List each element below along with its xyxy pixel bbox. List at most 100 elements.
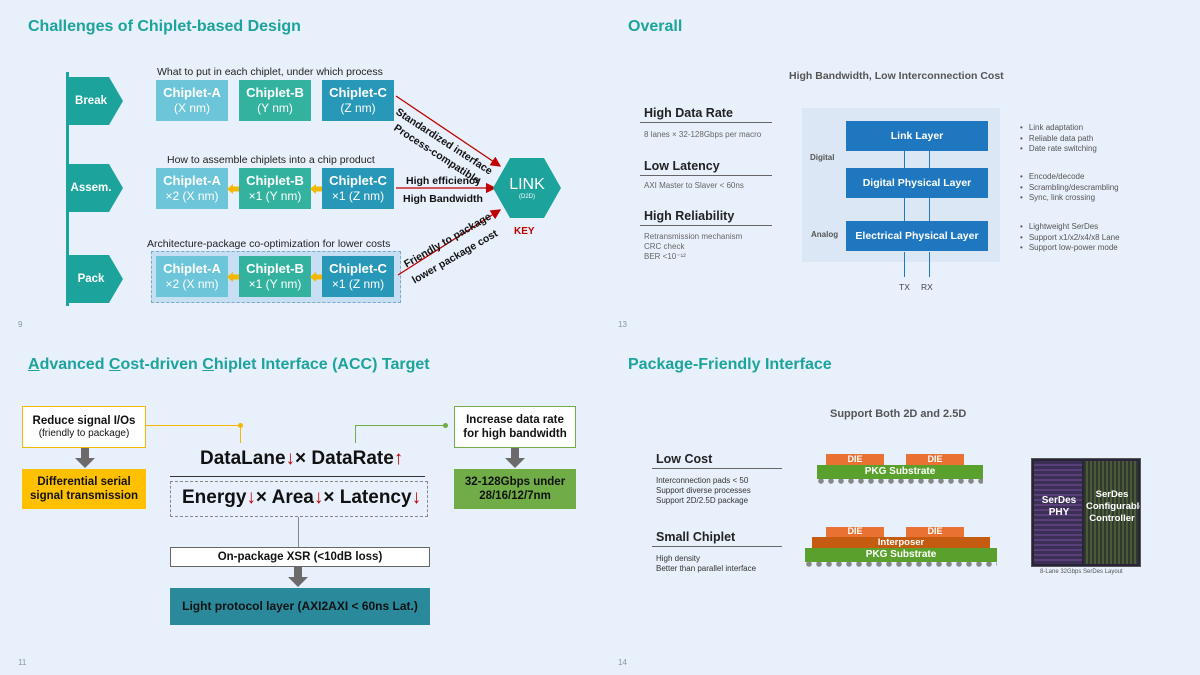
assem-caption: How to assemble chiplets into a chip pro… [167,154,375,166]
stage-assem: Assem. [67,164,123,212]
low-cost-heading: Low Cost [656,452,713,466]
die-25d-left: DIE [826,526,884,537]
tx-label: TX [899,282,910,292]
electrical-phy-bullets: Lightweight SerDesSupport x1/x2/x4/x8 La… [1020,222,1120,254]
connector [904,151,905,169]
die-25d-right: DIE [906,526,964,537]
connector [904,198,905,222]
small-chiplet-heading: Small Chiplet [656,530,736,544]
diagram-title: High Bandwidth, Low Interconnection Cost [789,70,1004,82]
feature-heading: High Reliability [644,209,735,223]
connector [929,151,930,169]
digital-phy-bullets: Encode/decodeScrambling/descramblingSync… [1020,172,1119,204]
feature-detail: BER <10⁻¹² [644,252,686,261]
chiplet-c-break: Chiplet-C(Z nm) [322,80,394,121]
die-2d-left: DIE [826,454,884,465]
link-arrows [395,95,502,276]
feature-heading: Low Latency [644,159,720,173]
connector [298,517,299,547]
phy-region [1034,461,1082,564]
green-connector [355,425,445,426]
small-chiplet-detail: High density [656,554,701,563]
chiplet-a-assem: Chiplet-A×2 (X nm) [156,168,228,209]
green-connector [355,425,356,443]
slide-package-friendly: Package-Friendly Interface Support Both … [600,338,1200,675]
link-layer-bullets: Link adaptationReliable data pathDate ra… [1020,123,1097,155]
break-caption: What to put in each chiplet, under which… [157,66,383,78]
chiplet-c-pack: Chiplet-C×1 (Z nm) [322,256,394,297]
equation-energy: Energy↓× Area↓× Latency↓ [182,487,422,508]
slide-title: Advanced Cost-driven Chiplet Interface (… [28,356,430,373]
feature-detail: Retransmission mechanism [644,232,743,241]
connector [929,198,930,222]
yellow-connector [146,425,241,426]
page-number: 9 [18,320,23,329]
divider [652,468,782,469]
chiplet-b-pack: Chiplet-B×1 (Y nm) [239,256,311,297]
slide-title: Overall [628,18,683,35]
link-arrow [310,184,330,194]
solder-balls [817,479,983,485]
speeds-box: 32-128Gbps under 28/16/12/7nm [454,469,576,509]
protocol-layer-box: Light protocol layer (AXI2AXI < 60ns Lat… [170,588,430,625]
page-number: 13 [618,320,627,329]
chiplet-a-pack: Chiplet-A×2 (X nm) [156,256,228,297]
rx-label: RX [921,282,933,292]
electrical-physical-layer-box: Electrical Physical Layer [846,221,988,251]
pkg-substrate-2d: PKG Substrate [817,465,983,479]
feature-detail: AXI Master to Slaver < 60ns [644,181,744,190]
slide-overall: Overall High Bandwidth, Low Interconnect… [600,0,1200,337]
chiplet-c-assem: Chiplet-C×1 (Z nm) [322,168,394,209]
link-arrow [227,272,247,282]
down-arrow [81,448,89,458]
small-chiplet-detail: Better than parallel interface [656,564,757,573]
page-number: 11 [18,658,27,667]
pkg-substrate-25d: PKG Substrate [805,548,997,562]
rx-line [929,252,930,277]
digital-label: Digital [810,153,835,162]
link-sub: (D2D) [519,194,535,200]
support-title: Support Both 2D and 2.5D [830,408,967,420]
green-dot [443,423,448,428]
page-number: 14 [618,658,627,667]
fraction-line [170,476,425,477]
down-arrow-head [505,458,525,468]
arrow-pack [397,209,502,276]
down-arrow-head [75,458,95,468]
increase-rate-box: Increase data rate for high bandwidth [454,406,576,448]
solder-balls [805,562,997,568]
low-cost-detail: Interconnection pads < 50 [656,476,749,485]
cost-equation-box [170,481,428,517]
tx-line [904,252,905,277]
label-efficiency: High efficiency [406,175,481,187]
down-arrow [511,448,519,458]
chiplet-a-break: Chiplet-A(X nm) [156,80,228,121]
digital-physical-layer-box: Digital Physical Layer [846,168,988,198]
stage-break: Break [67,77,123,125]
label-bandwidth: High Bandwidth [403,193,483,205]
interposer: Interposer [812,537,990,548]
down-arrow [294,567,302,577]
layout-caption: 8-Lane 32Gbps SerDes Layout [1040,569,1123,575]
analog-label: Analog [811,230,839,239]
feature-detail: CRC check [644,242,685,251]
differential-box: Differential serial signal transmission [22,469,146,509]
slide-chiplet-challenges: Challenges of Chiplet-based Design What … [0,0,600,337]
divider [640,122,772,123]
link-arrow [227,184,247,194]
chiplet-b-break: Chiplet-B(Y nm) [239,80,311,121]
key-label: KEY [514,226,535,237]
low-cost-detail: Support 2D/2.5D package [656,496,749,505]
xsr-box: On-package XSR (<10dB loss) [170,547,430,567]
link-title: LINK [509,176,545,193]
down-arrow-head [288,577,308,587]
divider [640,175,772,176]
controller-region [1084,461,1138,564]
divider [652,546,782,547]
slide-title: Package-Friendly Interface [628,356,832,373]
equation-datalane: DataLane↓× DataRate↑ [200,448,404,469]
low-cost-detail: Support diverse processes [656,486,751,495]
yellow-dot [238,423,243,428]
slide-title: Challenges of Chiplet-based Design [28,18,301,35]
pack-caption: Architecture-package co-optimization for… [147,238,391,250]
